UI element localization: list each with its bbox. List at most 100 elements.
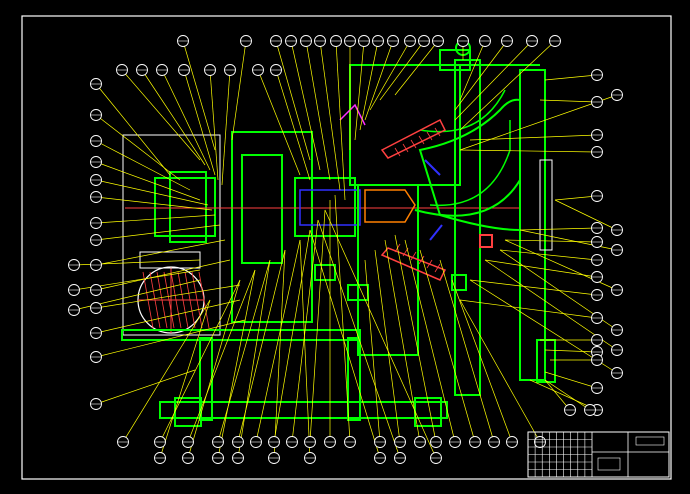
part-balloon (611, 367, 623, 379)
part-balloon (212, 436, 224, 448)
bottom-rail (159, 401, 448, 419)
part-balloon (90, 156, 102, 168)
leader-line (379, 40, 425, 101)
part-balloon (286, 436, 298, 448)
part-balloon (479, 35, 491, 47)
volute-casing (418, 98, 521, 232)
leader-line (309, 229, 381, 459)
part-balloon (387, 35, 399, 47)
leader-line (237, 259, 271, 459)
part-balloon (591, 129, 603, 141)
leader-line (544, 379, 571, 411)
part-balloon (304, 452, 316, 464)
blade-mark-blue (429, 224, 443, 241)
leader-line (122, 299, 211, 443)
leader-line (187, 269, 256, 443)
leader-line (459, 299, 598, 319)
part-balloon (591, 254, 603, 266)
title-scale-box (597, 457, 621, 471)
motor-hatch (163, 271, 175, 329)
leader-line (217, 259, 271, 443)
volute-pipe-inner (429, 120, 511, 207)
leader-line (364, 259, 381, 443)
leader-line (275, 69, 311, 181)
part-balloon (250, 436, 262, 448)
part-balloon (394, 452, 406, 464)
motor-hatch (198, 271, 210, 329)
leader-line (221, 69, 231, 186)
part-balloon (591, 190, 603, 202)
leader-line (95, 224, 221, 241)
leader-line (217, 269, 256, 459)
leader-line (319, 40, 341, 191)
part-balloon (591, 382, 603, 394)
leader-line (231, 40, 247, 141)
part-balloon (90, 302, 102, 314)
leader-line (484, 259, 598, 278)
motor-housing-outline (122, 134, 221, 336)
part-balloon (270, 35, 282, 47)
part-balloon (285, 35, 297, 47)
part-balloon (182, 436, 194, 448)
part-balloon (90, 109, 102, 121)
leader-line (544, 371, 598, 389)
part-balloon (449, 436, 461, 448)
blade-mark-blue (424, 159, 441, 176)
leader-line (544, 74, 598, 81)
part-balloon (457, 35, 469, 47)
part-balloon (404, 35, 416, 47)
motor-hatch (170, 271, 182, 329)
part-balloon (591, 312, 603, 324)
leader-line (364, 40, 394, 121)
coupling-block (294, 177, 356, 237)
leader-line (290, 40, 321, 171)
leader-line (459, 149, 598, 153)
impeller-blade-upper (380, 118, 447, 159)
blade-hatch (410, 139, 417, 149)
part-balloon (90, 284, 102, 296)
leader-line (317, 219, 401, 459)
leader-line (334, 194, 351, 443)
leader-line (309, 209, 326, 443)
leader-line (95, 140, 191, 191)
leader-line (439, 259, 495, 443)
seal-magenta (339, 103, 366, 126)
leader-line (95, 114, 181, 181)
leader-line (459, 299, 541, 443)
leader-line (469, 134, 598, 141)
leader-line (275, 40, 311, 161)
blade-hatch (402, 143, 409, 153)
leader-line (95, 83, 171, 176)
motor-hatch (184, 271, 196, 329)
part-balloon (591, 236, 603, 248)
part-balloon (90, 259, 102, 271)
left-leg (199, 337, 213, 421)
leader-line (459, 40, 556, 131)
leader-line (187, 279, 241, 459)
leader-line (95, 259, 231, 291)
part-balloon (90, 135, 102, 147)
leader-line (454, 40, 533, 121)
part-balloon (611, 244, 623, 256)
part-balloon (591, 271, 603, 283)
part-balloon (324, 436, 336, 448)
part-balloon (564, 404, 576, 416)
valve-red (479, 234, 493, 248)
gauge-tube (539, 159, 553, 251)
leader-line (273, 229, 311, 443)
leader-line (404, 239, 456, 443)
part-balloon (212, 452, 224, 464)
leader-line (519, 229, 618, 251)
part-balloon (90, 191, 102, 203)
leader-line (335, 40, 346, 201)
leader-line (459, 94, 618, 151)
part-balloon (90, 351, 102, 363)
drawing-border (21, 15, 672, 480)
leader-line (95, 319, 246, 358)
leader-line (182, 40, 216, 151)
part-balloon (178, 64, 190, 76)
leader-line (394, 234, 437, 443)
part-balloon (156, 64, 168, 76)
part-balloon (418, 35, 430, 47)
